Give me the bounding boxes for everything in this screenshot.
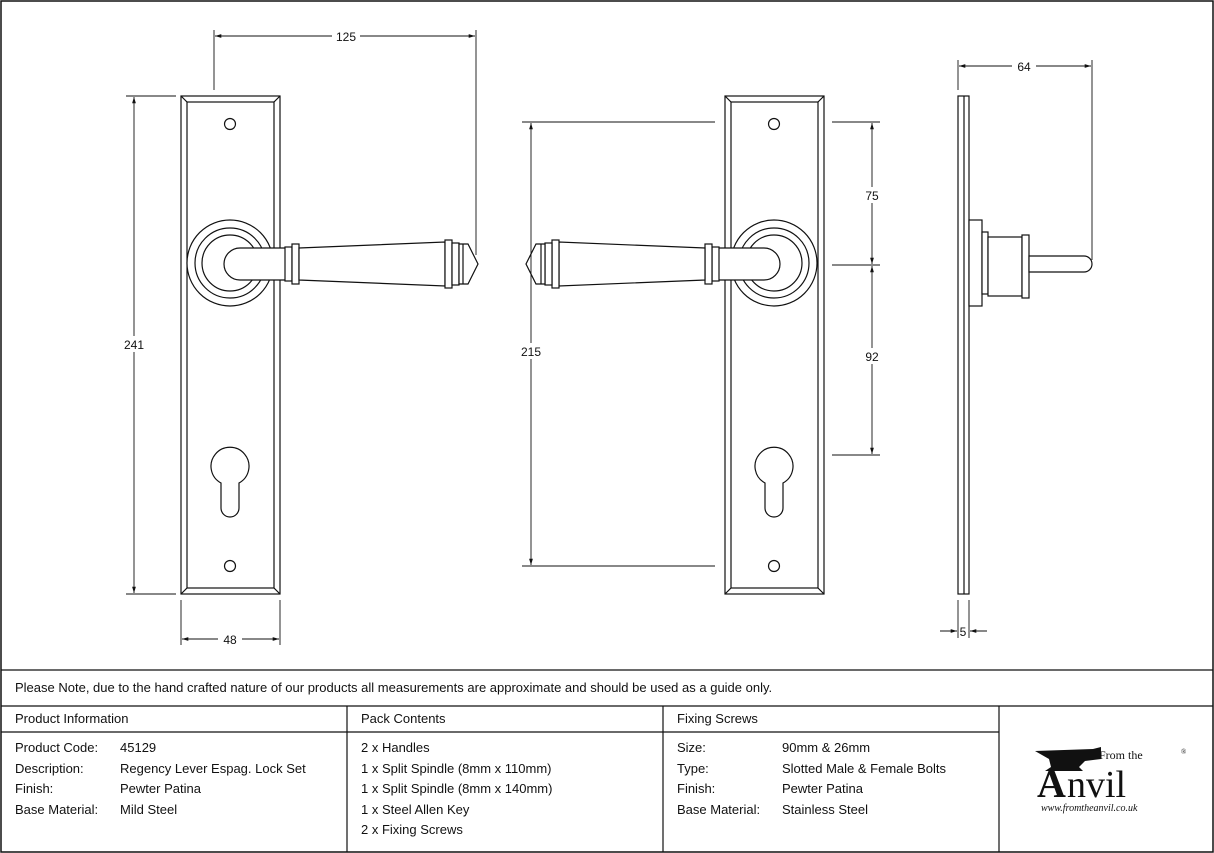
product-info-values: 45129 Regency Lever Espag. Lock Set Pewt… <box>120 738 306 820</box>
dim-offset-75: 75 <box>865 189 879 203</box>
measurement-note: Please Note, due to the hand crafted nat… <box>15 680 773 695</box>
product-code-value: 45129 <box>120 740 157 755</box>
left-backplate <box>180 95 281 595</box>
fixing-screws-labels: Size: Type: Finish: Base Material: <box>677 738 760 820</box>
logo-registered: ® <box>1181 748 1187 756</box>
info-table-grid <box>1 669 1213 852</box>
description-value: Regency Lever Espag. Lock Set <box>120 760 306 776</box>
screw-type-value: Slotted Male & Female Bolts <box>782 760 947 776</box>
base-material-value: Mild Steel <box>120 801 178 817</box>
middle-dimensions <box>522 121 880 567</box>
description-label: Description: <box>15 760 84 776</box>
anvil-icon <box>1035 747 1101 771</box>
dim-width-48: 48 <box>223 633 237 647</box>
side-profile <box>957 95 1093 595</box>
finish-value: Pewter Patina <box>120 781 201 796</box>
dim-projection-64: 64 <box>1017 60 1031 74</box>
product-code-label: Product Code: <box>15 740 99 755</box>
screw-type-label: Type: <box>677 760 709 776</box>
dim-height-215: 215 <box>521 345 541 359</box>
product-info-header: Product Information <box>15 711 129 726</box>
logo-from-the: From the <box>1099 748 1143 762</box>
dim-width-125: 125 <box>336 30 356 44</box>
dim-thickness-5: 5 <box>960 625 967 639</box>
screw-size-value: 90mm & 26mm <box>782 740 871 755</box>
finish-label: Finish: <box>15 781 54 796</box>
list-item: 1 x Split Spindle (8mm x 110mm) <box>361 760 552 776</box>
left-dimensions <box>126 30 477 645</box>
logo-brand: nvil <box>1067 764 1126 806</box>
screw-size-label: Size: <box>677 740 706 755</box>
fixing-screws-values: 90mm & 26mm Slotted Male & Female Bolts … <box>782 738 946 820</box>
from-the-anvil-logo: From the ® A nvil www.fromtheanvil.co.uk <box>1035 747 1187 814</box>
dim-offset-92: 92 <box>865 350 879 364</box>
logo-brand-initial: A <box>1037 761 1066 806</box>
list-item: 1 x Steel Allen Key <box>361 801 470 817</box>
base-material-label: Base Material: <box>15 801 99 817</box>
fixing-screws-header: Fixing Screws <box>677 711 758 726</box>
list-item: 1 x Split Spindle (8mm x 140mm) <box>361 781 553 796</box>
list-item: 2 x Fixing Screws <box>361 822 463 837</box>
middle-backplate <box>724 95 825 595</box>
pack-contents-header: Pack Contents <box>361 711 446 726</box>
list-item: 2 x Handles <box>361 740 430 755</box>
dim-height-241: 241 <box>124 338 144 352</box>
screw-material-value: Stainless Steel <box>782 801 868 817</box>
screw-finish-value: Pewter Patina <box>782 781 863 796</box>
left-lever-handle <box>186 219 479 307</box>
screw-material-label: Base Material: <box>677 801 761 817</box>
product-info-labels: Product Code: Description: Finish: Base … <box>15 738 98 820</box>
pack-contents-list: 2 x Handles 1 x Split Spindle (8mm x 110… <box>361 738 552 841</box>
logo-url: www.fromtheanvil.co.uk <box>1041 803 1138 814</box>
middle-lever-handle <box>525 219 818 307</box>
screw-finish-label: Finish: <box>677 781 716 796</box>
